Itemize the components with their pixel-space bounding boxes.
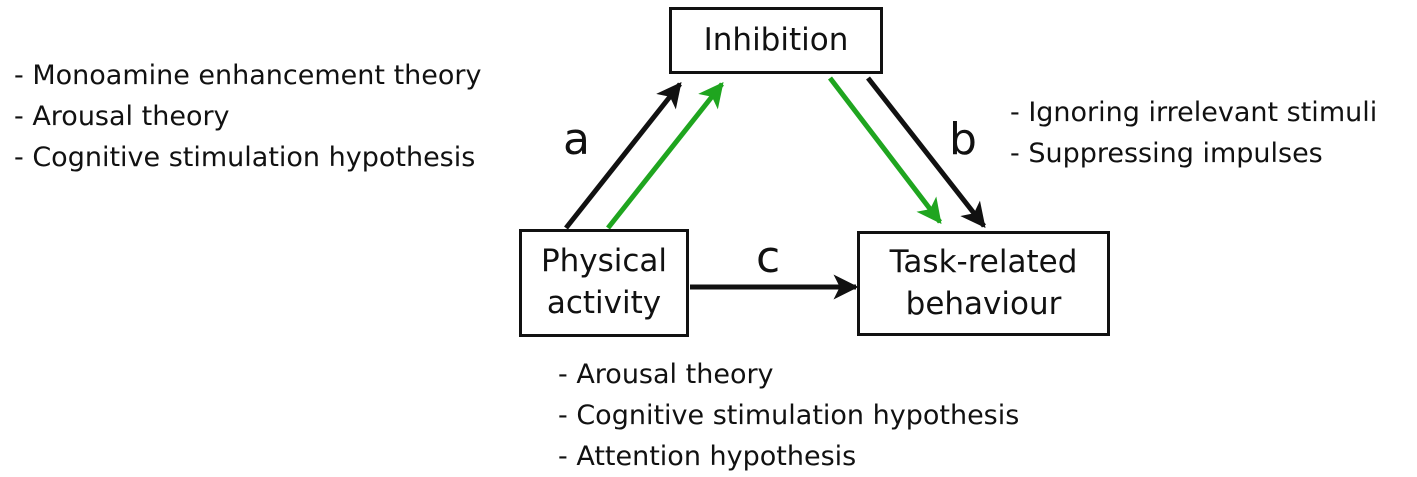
- note-item: - Cognitive stimulation hypothesis: [558, 400, 1020, 431]
- path-label-c: c: [756, 232, 781, 283]
- path-label-a: a: [563, 114, 590, 165]
- note-item: - Attention hypothesis: [558, 441, 857, 472]
- note-item: - Suppressing impulses: [1010, 138, 1323, 169]
- notes-path-b: - Ignoring irrelevant stimuli - Suppress…: [1010, 92, 1377, 174]
- node-task-related-behaviour: Task-related behaviour: [857, 231, 1110, 336]
- notes-path-a: - Monoamine enhancement theory - Arousal…: [14, 55, 481, 178]
- node-physical-activity-line-1: Physical: [540, 243, 668, 280]
- node-inhibition-label: Inhibition: [703, 21, 849, 58]
- node-inhibition: Inhibition: [669, 7, 883, 74]
- arrow-a-green: [606, 82, 724, 230]
- note-item: - Monoamine enhancement theory: [14, 60, 482, 91]
- node-task-related-line-2: behaviour: [905, 285, 1062, 322]
- node-physical-activity: Physical activity: [519, 229, 689, 337]
- note-item: - Arousal theory: [558, 359, 774, 390]
- notes-path-c: - Arousal theory - Cognitive stimulation…: [558, 354, 1019, 477]
- path-label-b: b: [949, 114, 977, 165]
- arrow-b-black: [866, 76, 986, 228]
- node-task-related-line-1: Task-related: [889, 243, 1078, 280]
- node-physical-activity-line-2: activity: [546, 285, 662, 321]
- note-item: - Ignoring irrelevant stimuli: [1010, 97, 1378, 128]
- note-item: - Arousal theory: [14, 101, 230, 132]
- arrow-a-black: [564, 82, 682, 230]
- note-item: - Cognitive stimulation hypothesis: [14, 142, 476, 173]
- arrow-b-green: [828, 76, 942, 224]
